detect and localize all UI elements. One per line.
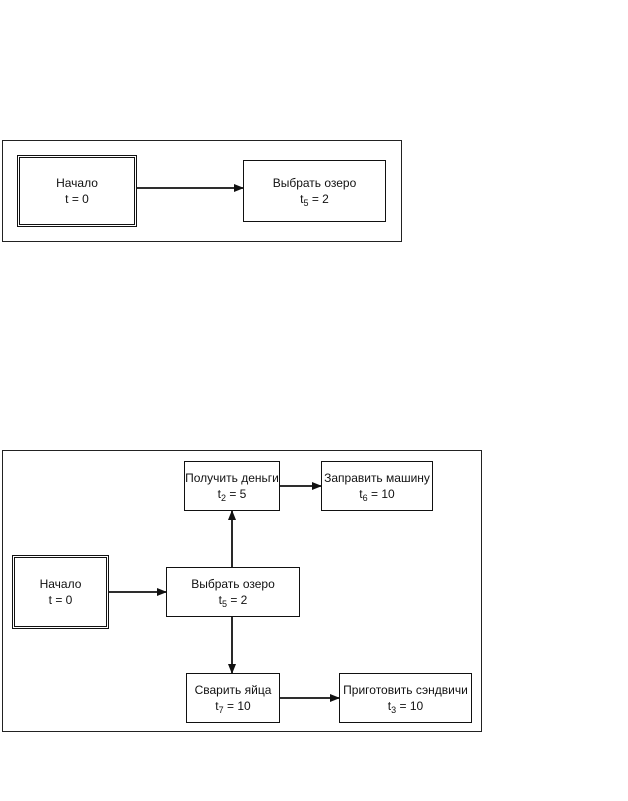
node-time: t = 0 [48,593,73,607]
node-label: Заправить машину [324,470,430,485]
node-time: t6 = 10 [359,486,395,503]
node-boil-eggs: Сварить яйца t7 = 10 [186,673,280,723]
node-time: t5 = 2 [218,592,248,609]
node-label: Приготовить сэндвичи [343,682,468,697]
diagram-1-arrows [137,184,244,192]
node-time: t2 = 5 [217,486,247,503]
node-get-money: Получить деньги t2 = 5 [184,461,280,511]
node-time: t5 = 2 [300,191,329,208]
node-start: Начало t = 0 [12,555,109,629]
node-start: Начало t = 0 [17,155,137,227]
node-label: Начало [56,176,98,190]
diagram-2-frame: Получить деньги t2 = 5 Заправить машину … [2,450,482,732]
node-label: Выбрать озеро [191,576,275,591]
node-label: Сварить яйца [194,682,272,697]
node-choose-lake: Выбрать озеро t5 = 2 [166,567,300,617]
node-label: Начало [39,577,82,591]
node-make-sandwiches: Приготовить сэндвичи t3 = 10 [339,673,472,723]
node-label: Выбрать озеро [272,175,357,190]
node-label: Получить деньги [185,470,279,485]
node-time: t = 0 [65,192,89,206]
diagram-2-arrows [109,482,340,702]
diagram-1-frame: Начало t = 0 Выбрать озеро t5 = 2 [2,140,402,242]
node-time: t7 = 10 [215,698,251,715]
node-fuel-car: Заправить машину t6 = 10 [321,461,433,511]
node-choose-lake: Выбрать озеро t5 = 2 [243,160,386,222]
node-time: t3 = 10 [387,698,424,715]
